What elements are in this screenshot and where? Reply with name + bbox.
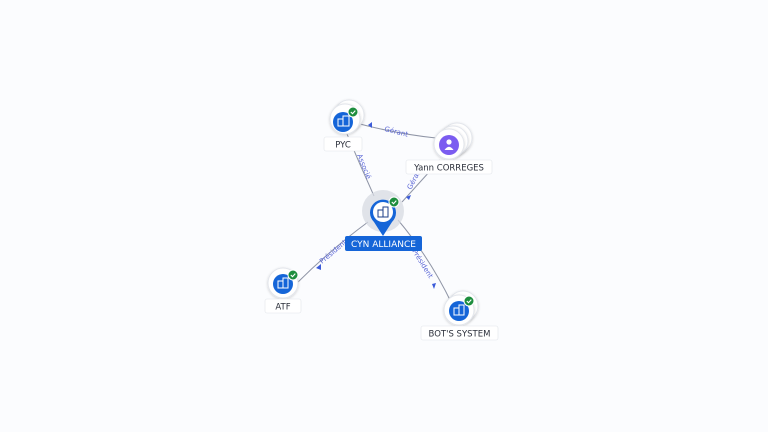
building-icon	[337, 115, 350, 127]
edge-label-pyc-cyn: Associé	[355, 153, 372, 181]
arrow-icon	[406, 195, 411, 200]
node-label-cyn-alliance: CYN ALLIANCE	[351, 240, 416, 250]
verified-check-icon	[347, 106, 359, 118]
edge-label-cyn-atf: Président	[318, 238, 348, 265]
edge-label-yann-pyc: Gérant	[384, 125, 410, 139]
node-cyn-alliance[interactable]: CYN ALLIANCE	[345, 190, 422, 251]
node-label-yann-correges: Yann CORREGES	[413, 164, 484, 174]
node-label-atf: ATF	[275, 303, 290, 313]
arrow-icon	[368, 122, 372, 128]
arrow-icon	[432, 283, 436, 289]
building-icon	[277, 277, 289, 289]
arrow-icon	[316, 264, 321, 270]
node-atf[interactable]: ATF	[264, 267, 302, 314]
edge-yann-pyc[interactable]: Gérant	[359, 122, 437, 139]
node-yann-correges[interactable]: Yann CORREGES	[405, 122, 493, 175]
building-icon	[377, 206, 389, 218]
person-icon	[444, 139, 454, 150]
building-icon	[453, 304, 465, 316]
node-label-bots-system: BOT'S SYSTEM	[429, 330, 491, 340]
verified-check-icon	[463, 295, 475, 307]
verified-check-icon	[287, 269, 299, 281]
verified-check-icon	[388, 196, 400, 208]
node-bots-system[interactable]: BOT'S SYSTEM	[420, 290, 499, 341]
node-label-pyc: PYC	[335, 141, 351, 151]
edge-cyn-bots[interactable]: Président	[397, 219, 453, 305]
node-pyc[interactable]: PYC	[323, 99, 365, 152]
edge-cyn-atf[interactable]: Président	[295, 221, 369, 285]
